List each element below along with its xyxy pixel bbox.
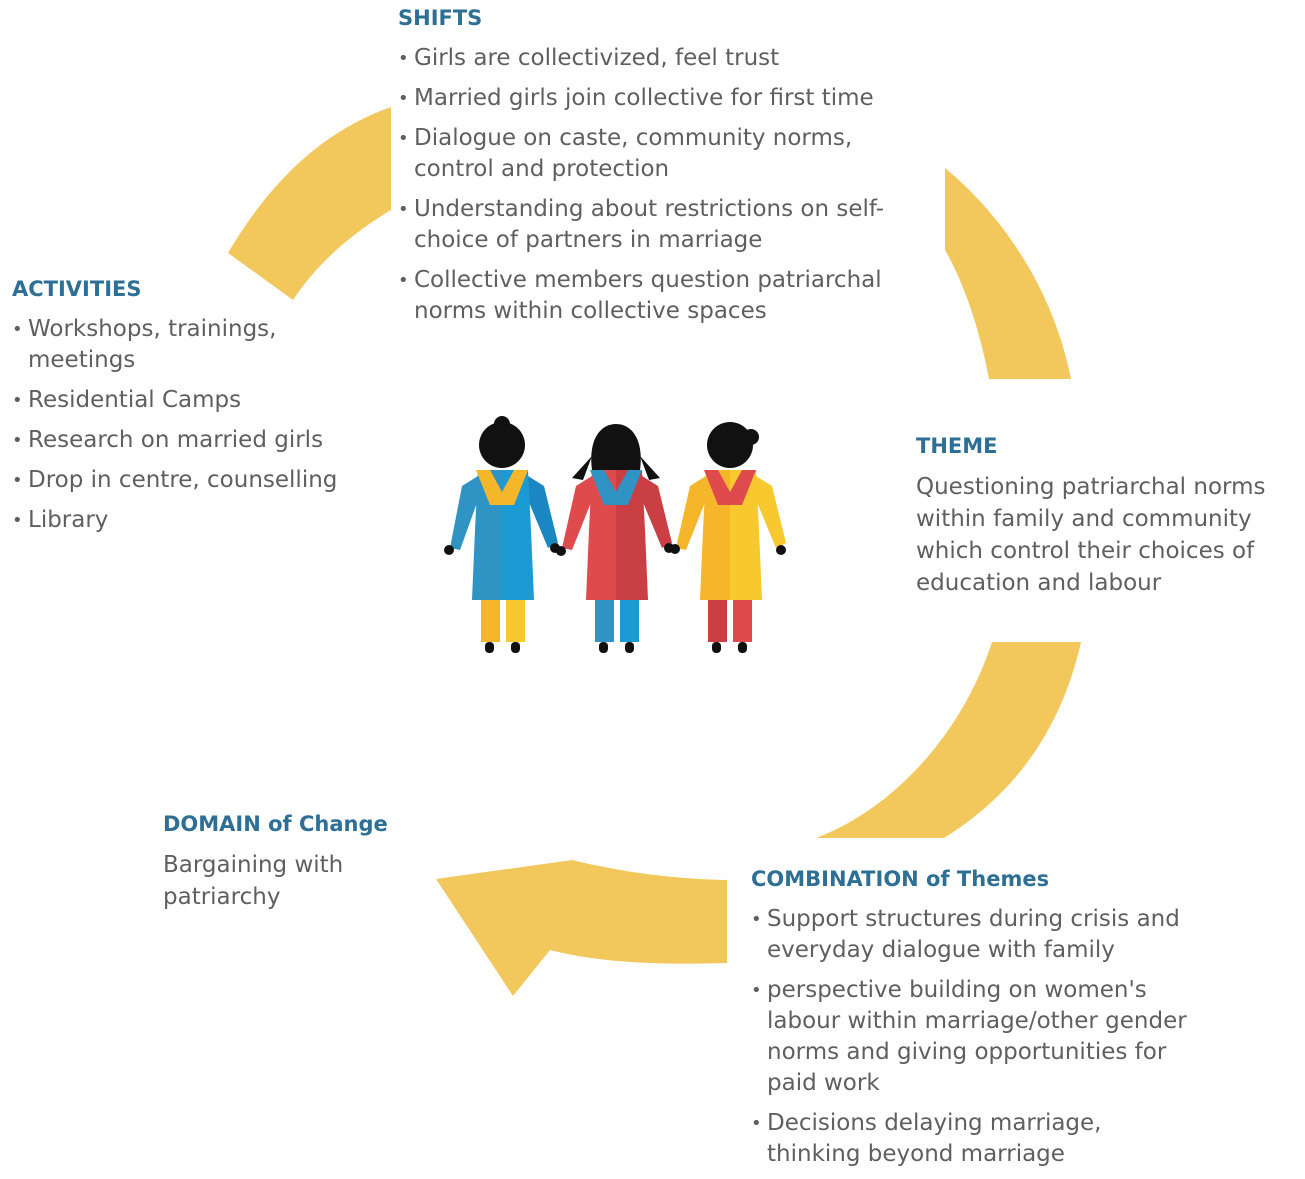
activities-item: Research on married girls <box>12 425 392 456</box>
combination-heading: COMBINATION of Themes <box>751 867 1050 891</box>
girl-arm <box>756 476 786 548</box>
domain-description: Bargaining with patriarchy <box>163 852 344 911</box>
combination-section: COMBINATION of Themes Support structures… <box>751 867 1221 1179</box>
girl-pigtail <box>640 456 660 480</box>
girl-figure-yellow <box>670 422 786 653</box>
girl-arm <box>450 476 478 550</box>
cycle-arrow-segment-bottom-right <box>816 642 1081 838</box>
shifts-section: SHIFTS Girls are collectivized, feel tru… <box>398 6 958 336</box>
girl-arm <box>528 476 558 548</box>
cycle-arrow-segment-right <box>945 168 1071 379</box>
shifts-item: Dialogue on caste, community norms, cont… <box>398 123 894 185</box>
activities-heading: ACTIVITIES <box>12 277 142 301</box>
girl-head <box>479 422 525 468</box>
activities-section: ACTIVITIES Workshops, trainings, meeting… <box>12 277 392 545</box>
girl-leg <box>620 600 639 642</box>
girl-leg <box>506 600 525 642</box>
girl-head <box>707 422 753 468</box>
domain-heading: DOMAIN of Change <box>163 812 388 836</box>
activities-list: Workshops, trainings, meetings Residenti… <box>12 314 392 536</box>
shifts-item: Collective members question patriarchal … <box>398 265 959 327</box>
girl-shoe <box>712 642 721 653</box>
shifts-item: Girls are collectivized, feel trust <box>398 43 958 74</box>
girl-shoe <box>738 642 747 653</box>
shifts-list: Girls are collectivized, feel trust Marr… <box>398 43 958 327</box>
activities-item: Library <box>12 505 392 536</box>
girl-shoe <box>485 642 494 653</box>
girl-arm <box>676 476 706 550</box>
activities-item: Drop in centre, counselling <box>12 465 392 496</box>
girl-hair <box>591 424 641 470</box>
girl-hand <box>444 545 454 555</box>
shifts-heading: SHIFTS <box>398 6 483 30</box>
girl-hand <box>556 546 566 556</box>
combination-item: Support structures during crisis and eve… <box>751 904 1217 966</box>
girl-collar <box>476 470 528 505</box>
combination-item: perspective building on women's labour w… <box>751 975 1202 1099</box>
activities-item: Residential Camps <box>12 385 392 416</box>
girl-leg <box>595 600 614 642</box>
girl-leg <box>708 600 727 642</box>
girl-pigtail <box>572 456 592 480</box>
girl-hand <box>776 545 786 555</box>
domain-section: DOMAIN of Change Bargaining with patriar… <box>163 812 463 913</box>
girl-shoe <box>599 642 608 653</box>
girl-arm <box>562 476 592 550</box>
cycle-arrowhead-bottom-left <box>436 860 727 996</box>
girl-figure-red <box>556 424 674 653</box>
shifts-item: Married girls join collective for first … <box>398 83 958 114</box>
girl-leg <box>733 600 752 642</box>
shifts-item: Understanding about restrictions on self… <box>398 194 894 256</box>
girl-collar <box>704 470 756 505</box>
girl-shoe <box>625 642 634 653</box>
girl-hand <box>670 544 680 554</box>
girl-shoe <box>511 642 520 653</box>
combination-item: Decisions delaying marriage, thinking be… <box>751 1108 1167 1170</box>
girl-collar <box>590 470 642 505</box>
theme-section: THEME Questioning patriarchal norms with… <box>916 434 1301 599</box>
theme-heading: THEME <box>916 434 998 458</box>
activities-item: Workshops, trainings, meetings <box>12 314 318 376</box>
girl-figure-blue <box>444 416 560 653</box>
girl-arm <box>642 476 672 548</box>
combination-list: Support structures during crisis and eve… <box>751 904 1221 1170</box>
girl-leg <box>481 600 500 642</box>
theme-description: Questioning patriarchal norms within fam… <box>916 474 1266 597</box>
cycle-arrow-segment-top-left <box>228 107 391 300</box>
